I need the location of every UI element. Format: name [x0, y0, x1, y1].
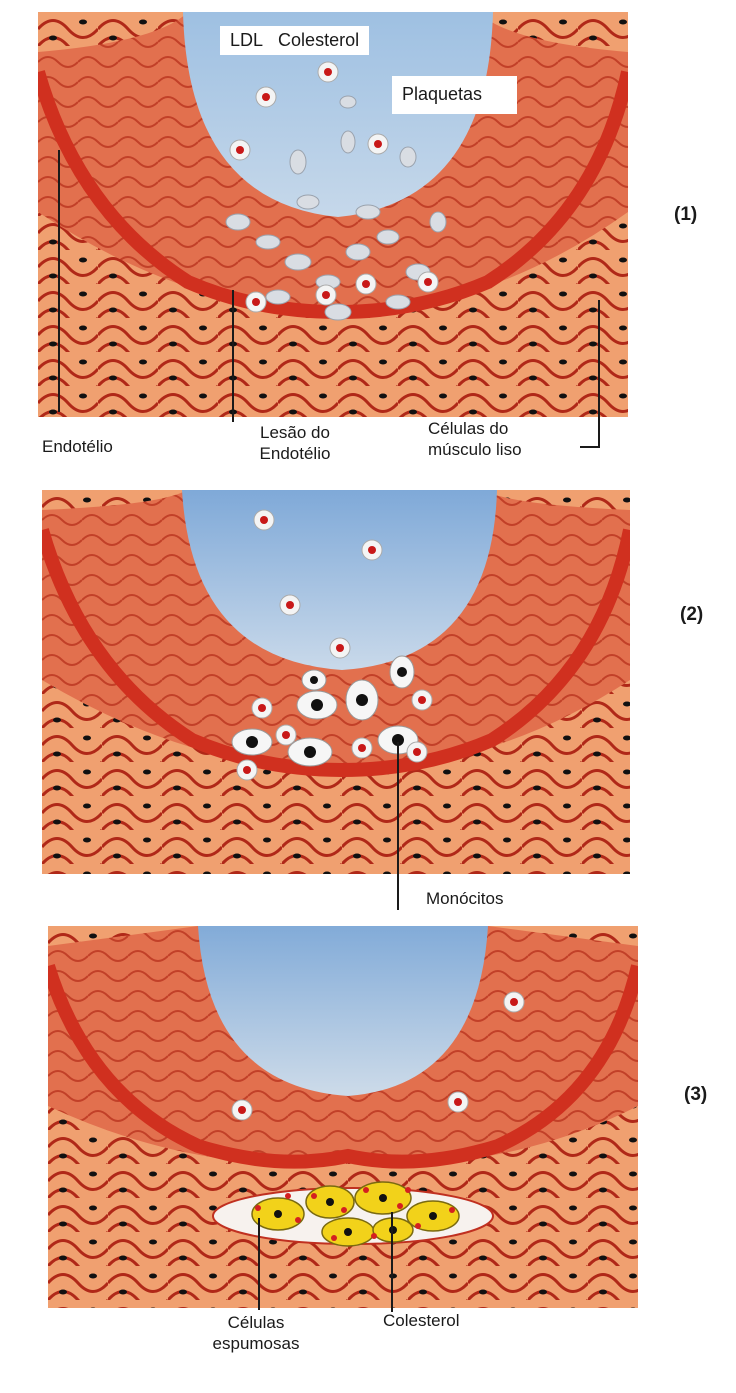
endotelio-leader	[58, 150, 60, 412]
endotelio-label: Endotélio	[42, 436, 113, 457]
monocitos-leader	[397, 742, 399, 910]
step-number-2: (2)	[680, 604, 703, 626]
lesao-endotelio-label: Lesão do Endotélio	[240, 422, 350, 464]
step-number-3: (3)	[684, 1084, 707, 1106]
ldl-label: LDL	[230, 30, 263, 50]
celulas-leader-tick	[580, 446, 600, 448]
panel-step-3	[48, 926, 638, 1308]
lesao-leader	[232, 290, 234, 422]
espumosas-line-1: Células	[196, 1312, 316, 1333]
artery-illustration-2	[42, 490, 630, 874]
colesterol-leader	[391, 1212, 393, 1312]
celulas-musculo-label: Células do músculo liso	[428, 418, 522, 460]
panel-step-1	[38, 12, 628, 417]
step-number-1: (1)	[674, 204, 697, 226]
panel-step-2	[42, 490, 630, 874]
lesao-line-2: Endotélio	[240, 443, 350, 464]
colesterol-label-top: Colesterol	[278, 30, 359, 50]
celulas-line-1: Células do	[428, 418, 522, 439]
lesao-line-1: Lesão do	[240, 422, 350, 443]
celulas-leader	[598, 300, 600, 448]
colesterol-label-bottom: Colesterol	[383, 1310, 460, 1331]
celulas-line-2: músculo liso	[428, 439, 522, 460]
plaquetas-label: Plaquetas	[402, 84, 482, 104]
ldl-colesterol-tag: LDL Colesterol	[220, 26, 369, 55]
celulas-espumosas-label: Células espumosas	[196, 1312, 316, 1354]
espumosas-line-2: espumosas	[196, 1333, 316, 1354]
plaquetas-tag: Plaquetas	[392, 76, 517, 114]
artery-illustration-1	[38, 12, 628, 417]
monocitos-label: Monócitos	[426, 888, 503, 909]
artery-illustration-3	[48, 926, 638, 1308]
espumosas-leader	[258, 1218, 260, 1310]
